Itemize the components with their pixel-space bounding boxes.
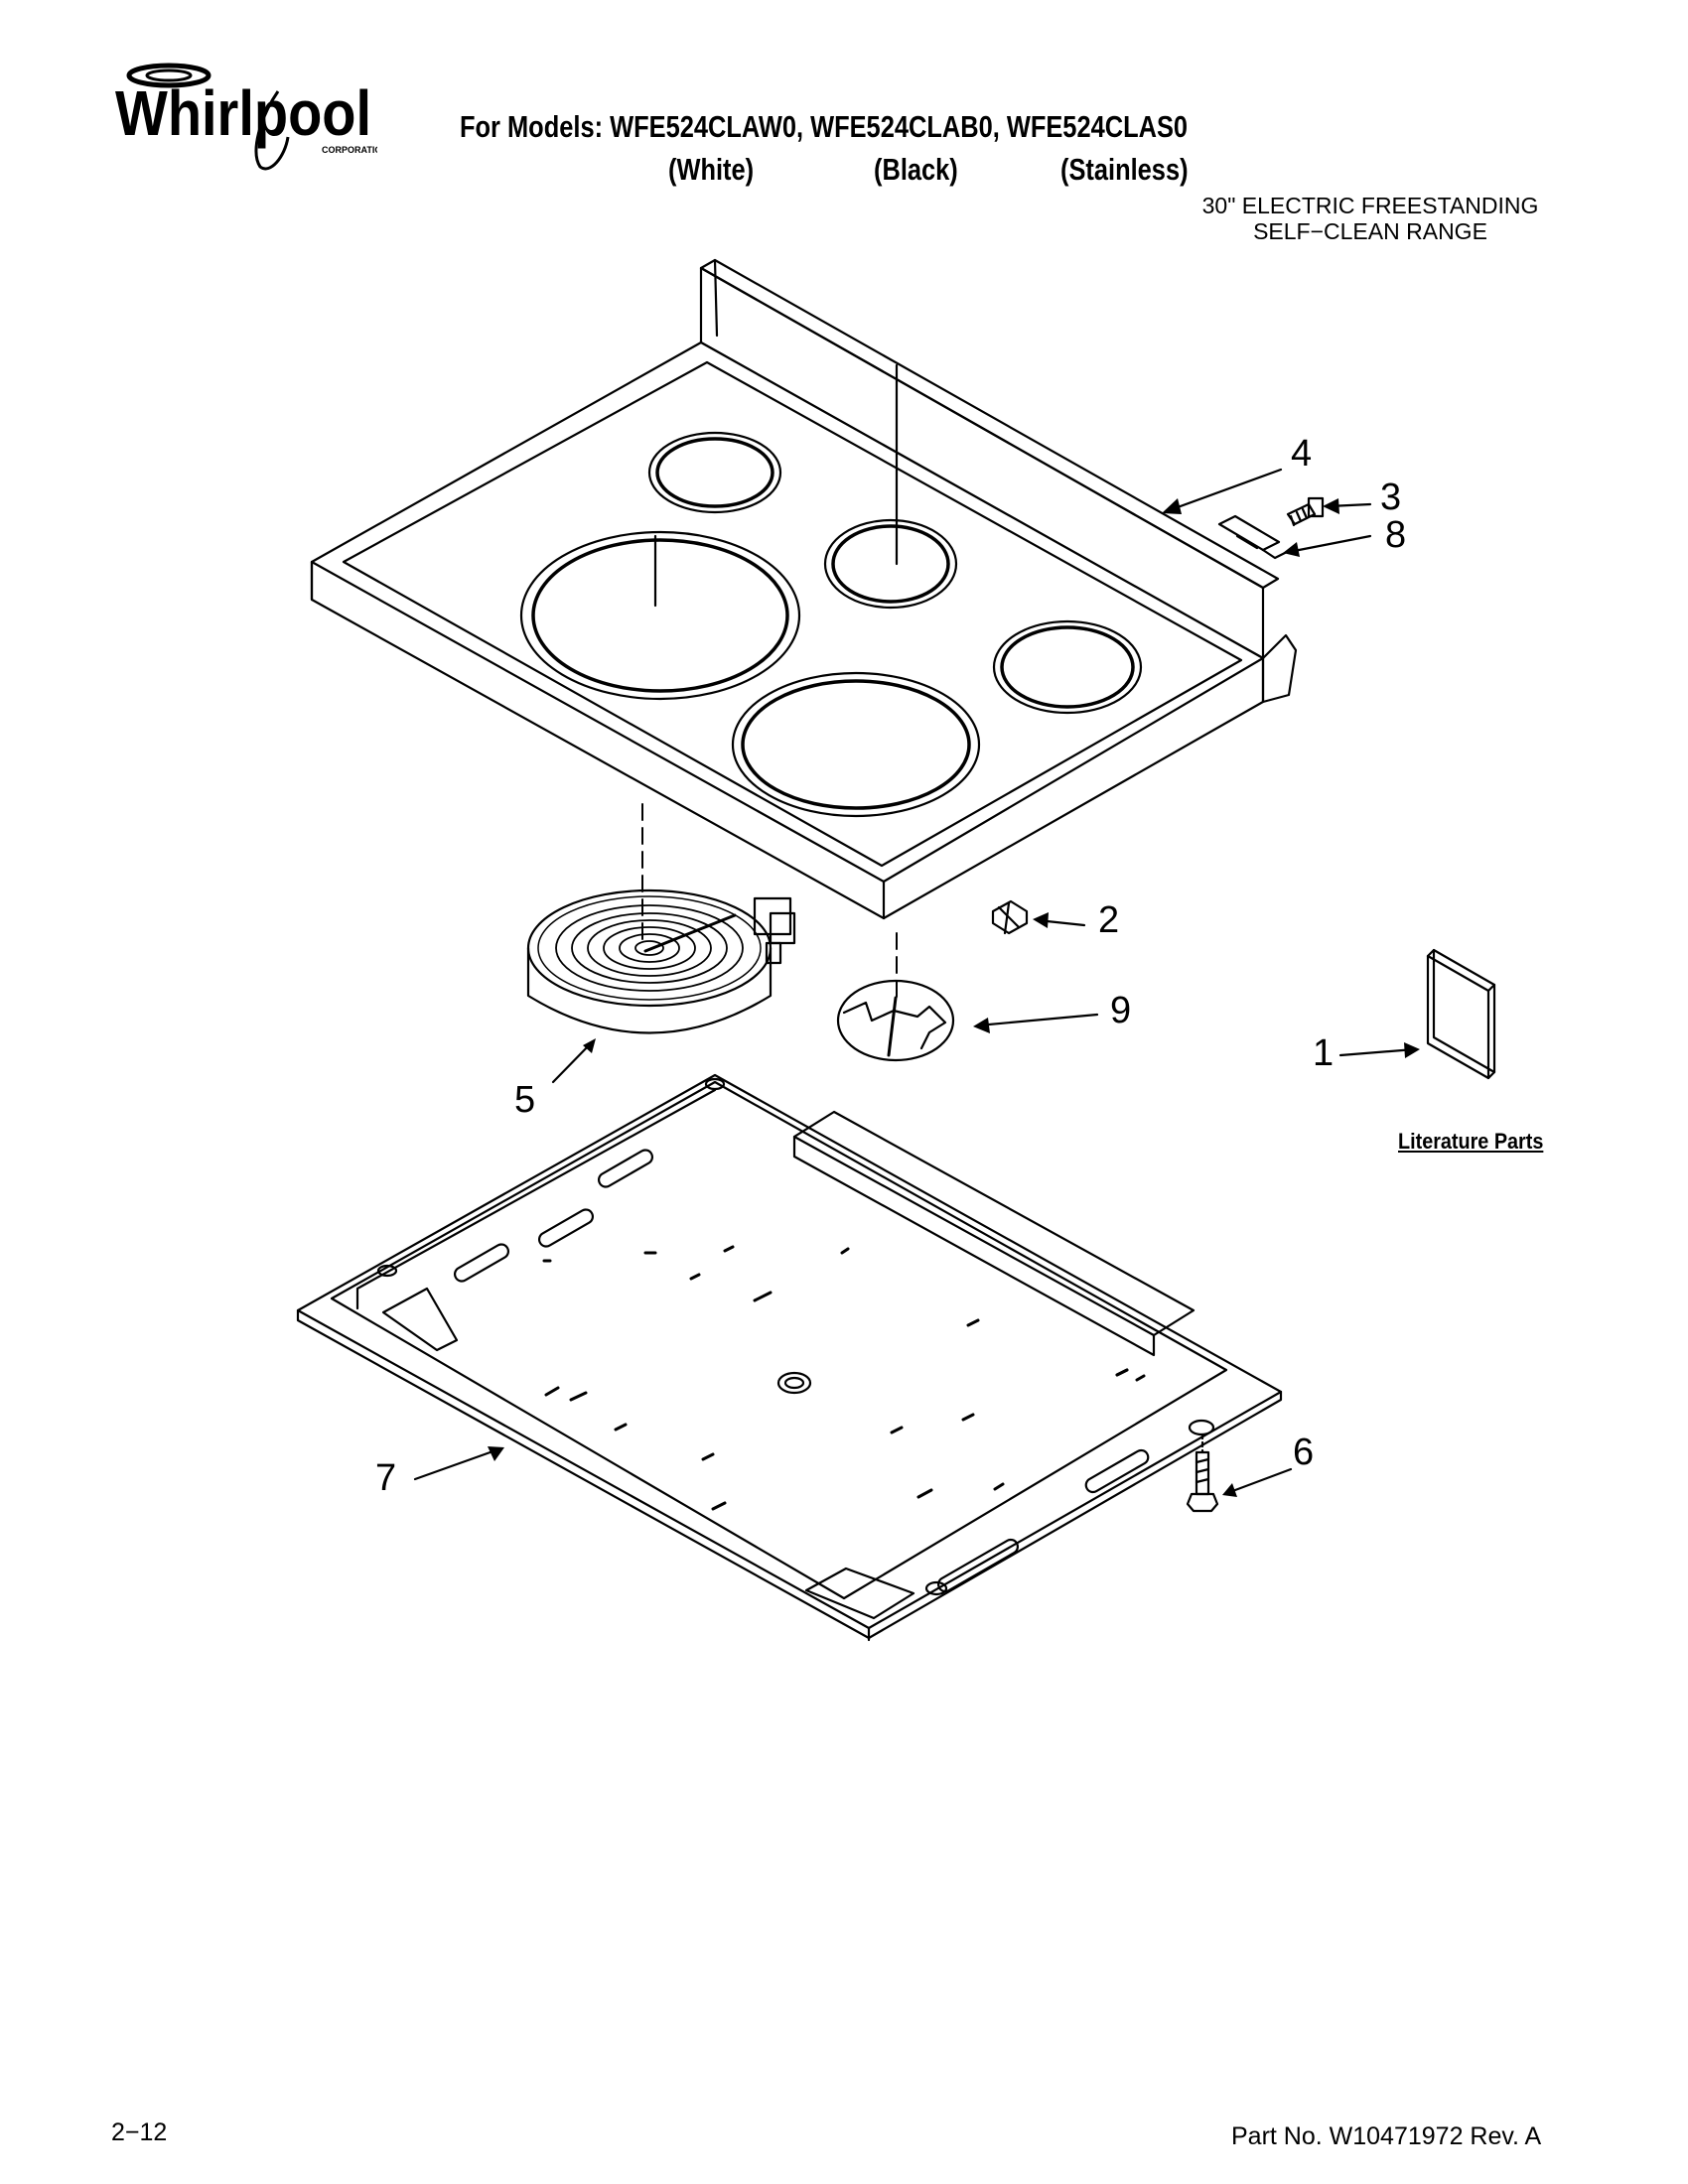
callout-2: 2: [1098, 899, 1120, 941]
literature-parts-label: Literature Parts: [1398, 1129, 1544, 1154]
cooktop-glass-top: [310, 258, 1298, 920]
callout-9: 9: [1110, 990, 1132, 1031]
variant-white: (White): [668, 152, 755, 187]
page-number: 2−12: [111, 2118, 168, 2146]
callout-8: 8: [1385, 514, 1407, 556]
callout-4: 4: [1291, 433, 1313, 475]
logo-subtext: CORPORATION: [322, 145, 377, 155]
mounting-screw: [1286, 496, 1325, 527]
insulation-pad: [836, 979, 955, 1062]
callout-1: 1: [1313, 1032, 1335, 1074]
variant-black: (Black): [874, 152, 958, 187]
callout-7: 7: [375, 1457, 397, 1499]
product-description-line1: 30" ELECTRIC FREESTANDING: [1201, 193, 1539, 218]
callout-6: 6: [1293, 1432, 1315, 1473]
product-description-line2: SELF−CLEAN RANGE: [1253, 218, 1487, 244]
main-top-pan: [296, 1073, 1283, 1642]
bracket-clip: [991, 899, 1029, 935]
callout-3: 3: [1380, 477, 1402, 518]
literature-booklet: [1426, 948, 1496, 1080]
hold-down-clip: [1217, 514, 1289, 560]
models-line: For Models: WFE524CLAW0, WFE524CLAB0, WF…: [460, 109, 1189, 144]
pan-screw: [1186, 1433, 1219, 1513]
whirlpool-logo: Whirlpool CORPORATION: [111, 58, 388, 177]
callout-5: 5: [514, 1079, 536, 1121]
radiant-surface-element: [526, 888, 796, 1034]
logo-wordmark: Whirlpool: [115, 77, 371, 149]
variant-stainless: (Stainless): [1060, 152, 1189, 187]
part-number: Part No. W10471972 Rev. A: [1231, 2122, 1542, 2150]
